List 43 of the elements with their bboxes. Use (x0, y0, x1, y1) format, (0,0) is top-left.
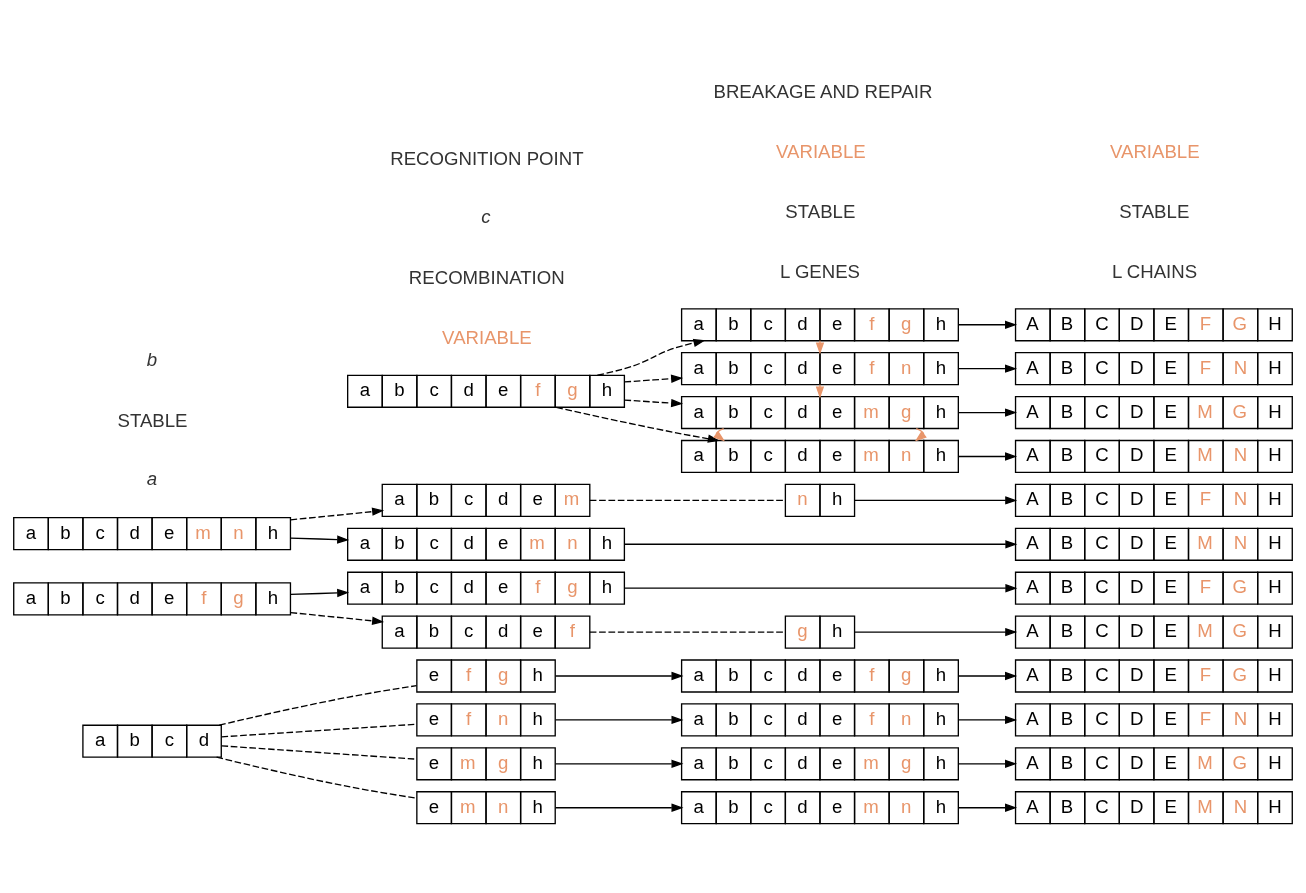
arrow (854, 627, 1018, 637)
connector (589, 499, 786, 502)
arrow (289, 507, 385, 521)
arrow (957, 671, 1018, 681)
label: c (481, 206, 491, 228)
label: VARIABLE (776, 141, 866, 163)
arrow (957, 715, 1018, 725)
label: RECOGNITION POINT (390, 147, 584, 169)
arrow (289, 535, 350, 544)
arrow (624, 540, 1018, 549)
label: STABLE (785, 200, 856, 222)
connector (218, 685, 418, 726)
arrow (815, 340, 825, 355)
arrow (623, 398, 684, 408)
label: STABLE (117, 409, 188, 431)
arrow (554, 759, 684, 768)
label: a (146, 468, 158, 490)
arrow (623, 374, 684, 383)
label: BREAKAGE AND REPAIR (713, 81, 933, 103)
label: VARIABLE (1110, 141, 1200, 163)
arrow (957, 320, 1018, 329)
arrow (554, 715, 684, 725)
arrow (957, 759, 1018, 768)
label: b (146, 348, 158, 370)
arrow (957, 364, 1018, 373)
arrow (289, 611, 385, 625)
arrow (957, 452, 1018, 461)
arrow (555, 406, 720, 443)
connector (215, 756, 418, 799)
arrow (554, 803, 684, 812)
arrow (554, 671, 684, 681)
label: RECOMBINATION (408, 267, 565, 289)
arrow (854, 496, 1018, 505)
connector (589, 631, 786, 633)
label: VARIABLE (442, 327, 532, 349)
label: STABLE (1119, 200, 1190, 222)
arrow (289, 588, 350, 598)
arrow (624, 584, 1018, 593)
arrow (596, 338, 706, 376)
label: L GENES (780, 260, 861, 282)
arrow (957, 803, 1018, 812)
label: L CHAINS (1112, 260, 1198, 282)
arrow (957, 408, 1018, 417)
